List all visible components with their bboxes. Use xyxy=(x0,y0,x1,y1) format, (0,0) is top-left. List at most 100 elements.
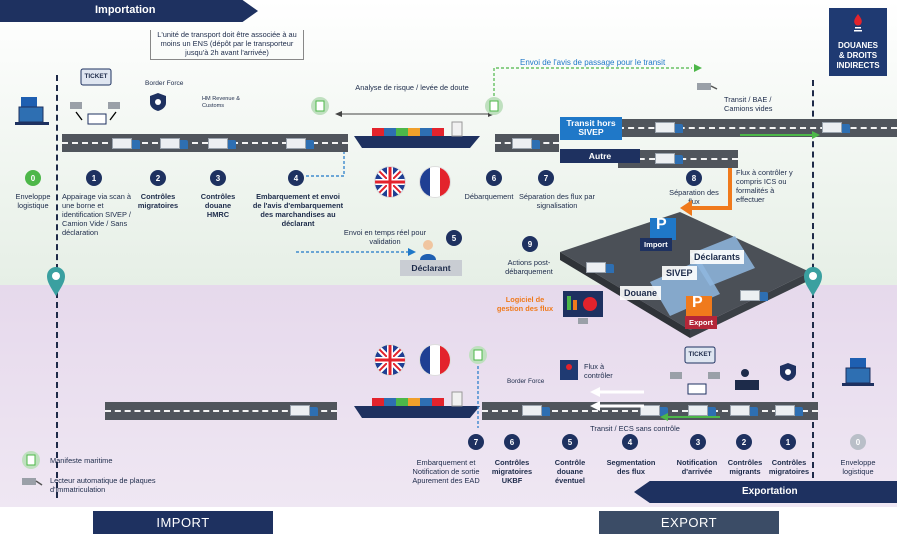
truck xyxy=(512,138,540,149)
location-pin-icon xyxy=(803,266,823,301)
export-step-2-label: Contrôles migrants xyxy=(727,458,763,477)
realtime-note: Envoi en temps réel pour validation xyxy=(343,228,427,247)
truck xyxy=(112,138,140,149)
import-step-7-label: Séparation des flux par signalisation xyxy=(518,192,595,211)
green-export-arrow xyxy=(660,408,720,426)
import-step-9-badge: 9 xyxy=(522,236,538,252)
location-pin-icon xyxy=(46,266,66,301)
risk-analysis-arrow xyxy=(335,105,495,123)
truck xyxy=(730,405,758,416)
import-step-3-label: Contrôles douane HMRC xyxy=(200,192,236,220)
ens-note: L'unité de transport doit être associée … xyxy=(150,30,304,61)
export-ticket-label: TICKET xyxy=(688,351,712,358)
import-step-6-label: Débarquement xyxy=(464,192,514,201)
export-step-3-badge: 3 xyxy=(690,434,706,450)
parking-declarants-label: Déclarants xyxy=(690,250,745,264)
parking-export-p: P xyxy=(692,294,703,311)
import-step-0-badge: 0 xyxy=(25,170,41,186)
export-banner-text: Exportation xyxy=(742,486,798,497)
parking-import-p: P xyxy=(656,216,667,233)
export-step-4-badge: 4 xyxy=(622,434,638,450)
export-step-5-badge: 5 xyxy=(562,434,578,450)
import-step-5-badge: 5 xyxy=(446,230,462,246)
laptop-icon xyxy=(15,95,51,134)
parking-import-sign xyxy=(650,218,676,240)
import-banner xyxy=(0,0,258,22)
import-envelope-boundary xyxy=(56,75,58,280)
transit-hors-sivep-label: Transit hors SIVEP xyxy=(560,117,622,140)
export-envelope-boundary xyxy=(56,292,58,498)
logo-emblem-icon xyxy=(850,13,866,33)
declarant-box: Déclarant xyxy=(400,260,462,276)
truck xyxy=(286,138,314,149)
truck xyxy=(775,405,803,416)
export-step-5-label: Contrôle douane éventuel xyxy=(554,458,586,486)
import-step-7-badge: 7 xyxy=(538,170,554,186)
plate-reader-icon xyxy=(668,368,726,405)
import-step-9-label: Actions post-débarquement xyxy=(505,258,553,277)
france-flag-icon xyxy=(420,345,450,375)
legend-manifest-label: Manifeste maritime xyxy=(50,456,113,465)
france-flag-icon xyxy=(420,167,450,197)
parking-export-label: Export xyxy=(685,316,718,329)
export-flow-arrows xyxy=(586,384,646,419)
export-banner xyxy=(634,481,897,503)
import-envelope-boundary-right xyxy=(812,80,814,280)
truck xyxy=(586,262,614,273)
truck xyxy=(290,405,318,416)
export-step-6-badge: 6 xyxy=(504,434,520,450)
truck xyxy=(655,153,683,164)
transit-notice-label: Envoi de l'avis de passage pour le trans… xyxy=(520,58,666,67)
export-step-1-badge: 1 xyxy=(780,434,796,450)
uk-flag-icon xyxy=(375,167,405,197)
import-step-2-label: Contrôles migratoires xyxy=(137,192,179,211)
inspection-desk-icon xyxy=(735,368,759,395)
export-step-4-label: Segmentation des flux xyxy=(606,458,656,477)
plate-reader-icon xyxy=(68,96,126,137)
cargo-ship-icon xyxy=(352,118,482,155)
transit-bae-label: Transit / BAE / Camions vides xyxy=(724,95,773,114)
customs-logo-small-icon xyxy=(560,360,578,385)
autre-label: Autre xyxy=(560,149,640,163)
legend-plate-reader-icon xyxy=(20,476,44,495)
ticket-label: TICKET xyxy=(84,73,108,80)
truck xyxy=(655,122,683,133)
border-force-badge-icon xyxy=(148,92,168,117)
customs-logo: DOUANES & DROITS INDIRECTS xyxy=(829,8,887,76)
export-step-3-label: Notification d'arrivée xyxy=(676,458,718,477)
realtime-arrow xyxy=(296,240,416,265)
logo-line-2: & DROITS xyxy=(838,51,878,60)
logo-line-1: DOUANES xyxy=(837,41,878,50)
ticket-kiosk-icon xyxy=(80,68,112,93)
logo-line-3: INDIRECTS xyxy=(836,61,880,70)
manifest-icon xyxy=(468,345,488,370)
truck xyxy=(688,405,716,416)
parking-sivep-label: SIVEP xyxy=(662,266,697,280)
monitor-dashboard-icon xyxy=(562,290,604,331)
export-step-0-label: Enveloppe logistique xyxy=(840,458,876,477)
flow-software-label: Logiciel de gestion des flux xyxy=(496,295,554,314)
export-boarding-arrow xyxy=(474,366,482,439)
footer-export-bar: EXPORT xyxy=(599,511,779,534)
export-border-force-label: Border Force xyxy=(507,378,545,385)
hmrc-label: HM Revenue & Customs xyxy=(202,96,240,109)
transit-notice-arrow xyxy=(492,62,702,103)
import-step-2-badge: 2 xyxy=(150,170,166,186)
orange-flow-arrow xyxy=(680,168,740,229)
import-step-8-badge: 8 xyxy=(686,170,702,186)
truck xyxy=(522,405,550,416)
legend-plate-reader-label: Lecteur automatique de plaques d'immatri… xyxy=(50,476,156,495)
parking-douane-label: Douane xyxy=(620,286,662,300)
export-zone-background xyxy=(0,285,897,507)
footer-import-bar: IMPORT xyxy=(93,511,273,534)
import-step-8-label: Séparation des flux xyxy=(669,188,719,207)
truck xyxy=(208,138,236,149)
import-banner-text: Importation xyxy=(95,4,156,16)
export-step-6-label: Contrôles migratoires UKBF xyxy=(491,458,533,486)
truck xyxy=(160,138,188,149)
export-step-2-badge: 2 xyxy=(736,434,752,450)
import-step-1-label: Appairage via scan à une borne et identi… xyxy=(62,192,132,238)
import-step-0-label: Enveloppe logistique xyxy=(15,192,51,211)
export-step-1-label: Contrôles migratoires xyxy=(768,458,810,477)
